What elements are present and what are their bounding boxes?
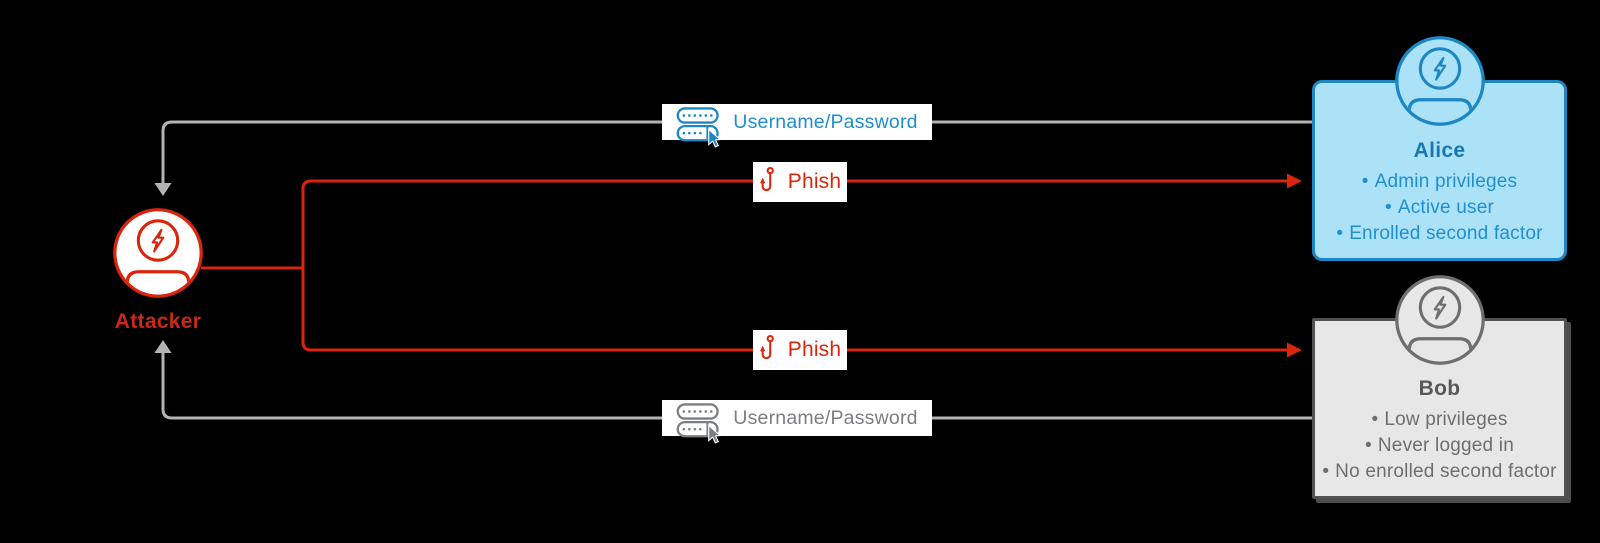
alice-phish-arrowhead-icon bbox=[1287, 173, 1302, 189]
list-item: •Enrolled second factor bbox=[1336, 223, 1543, 244]
bob-avatar-icon bbox=[1395, 275, 1485, 365]
bob-name: Bob bbox=[1418, 377, 1461, 400]
attacker-label: Attacker bbox=[114, 310, 202, 333]
credentials-message-alice: Username/Password bbox=[662, 104, 932, 148]
bob-phish-arrowhead-icon bbox=[1287, 342, 1302, 358]
alice-avatar-icon bbox=[1395, 36, 1485, 126]
password-field-icon bbox=[676, 106, 722, 148]
list-item: •Never logged in bbox=[1365, 435, 1514, 456]
list-item: •Active user bbox=[1384, 197, 1495, 218]
list-item: •No enrolled second factor bbox=[1322, 461, 1557, 482]
phish-branch-line bbox=[301, 179, 1289, 352]
alice-credentials-arrowhead-icon bbox=[154, 183, 172, 196]
credentials-label-alice: Username/Password bbox=[733, 110, 918, 133]
phish-message-bob: Phish bbox=[753, 330, 847, 370]
bob-credentials-arrowhead-icon bbox=[154, 340, 172, 353]
fish-hook-icon bbox=[759, 166, 774, 192]
alice-card: Alice •Admin privileges •Active user •En… bbox=[1312, 80, 1567, 261]
alice-attributes: •Admin privileges •Active user •Enrolled… bbox=[1315, 169, 1564, 247]
alice-name: Alice bbox=[1413, 139, 1466, 162]
password-field-icon bbox=[676, 402, 722, 444]
lightning-bolt-icon bbox=[151, 228, 165, 253]
fish-hook-icon bbox=[759, 334, 774, 360]
phish-message-alice: Phish bbox=[753, 162, 847, 202]
alice-credentials-line bbox=[161, 120, 1312, 184]
bob-attributes: •Low privileges •Never logged in •No enr… bbox=[1315, 407, 1564, 485]
credentials-label-bob: Username/Password bbox=[733, 406, 918, 429]
bob-credentials-line bbox=[161, 352, 1312, 420]
cursor-icon bbox=[708, 127, 722, 148]
list-item: •Admin privileges bbox=[1361, 171, 1518, 192]
lightning-bolt-icon bbox=[1433, 56, 1447, 81]
phish-label-bob: Phish bbox=[787, 338, 842, 361]
lightning-bolt-icon bbox=[1433, 295, 1447, 320]
credentials-message-bob: Username/Password bbox=[662, 400, 932, 444]
phish-label-alice: Phish bbox=[787, 170, 842, 193]
list-item: •Low privileges bbox=[1371, 409, 1508, 430]
attacker-avatar-icon bbox=[113, 208, 203, 298]
cursor-icon bbox=[708, 423, 722, 444]
